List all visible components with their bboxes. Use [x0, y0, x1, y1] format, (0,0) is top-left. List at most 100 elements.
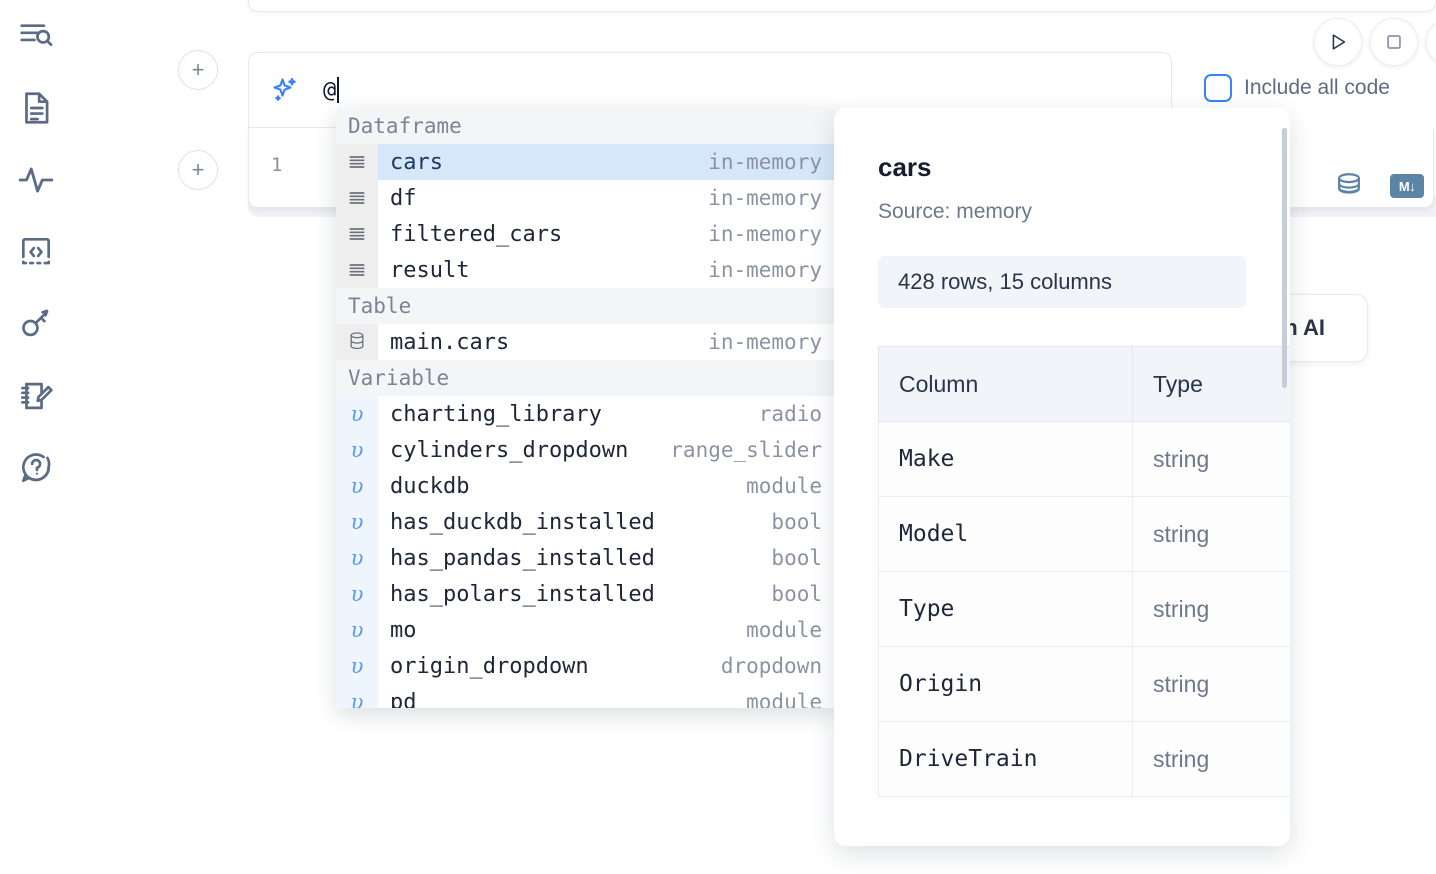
- variable-icon: υ: [336, 612, 378, 648]
- autocomplete-item-name: filtered_cars: [390, 221, 563, 247]
- autocomplete-item-meta: in-memory: [708, 186, 822, 210]
- key-icon[interactable]: [14, 302, 58, 346]
- autocomplete-item-name: duckdb: [390, 473, 470, 499]
- schema-column-type: string: [1132, 571, 1290, 647]
- autocomplete-item[interactable]: υ has_pandas_installed bool: [336, 540, 836, 576]
- variable-icon: υ: [336, 684, 378, 708]
- add-cell-above-button[interactable]: +: [178, 50, 218, 90]
- autocomplete-item-meta: range_slider: [670, 438, 822, 462]
- autocomplete-item[interactable]: υ cylinders_dropdown range_slider: [336, 432, 836, 468]
- autocomplete-item-meta: module: [746, 618, 822, 642]
- run-button[interactable]: [1314, 18, 1362, 66]
- autocomplete-group-header: Variable: [336, 360, 836, 396]
- outline-search-icon[interactable]: [14, 14, 58, 58]
- dataframe-icon: [336, 180, 378, 216]
- preview-shape-badge: 428 rows, 15 columns: [878, 256, 1246, 308]
- include-all-code-checkbox[interactable]: [1204, 74, 1232, 102]
- scratchpad-pencil-icon[interactable]: [14, 374, 58, 418]
- autocomplete-item-meta: in-memory: [708, 222, 822, 246]
- schema-column-name: Model: [878, 496, 1133, 572]
- schema-column-type: string: [1132, 496, 1290, 572]
- file-document-icon[interactable]: [14, 86, 58, 130]
- autocomplete-item-name: charting_library: [390, 401, 602, 427]
- preview-scrollbar[interactable]: [1282, 128, 1287, 388]
- dataframe-icon: [336, 216, 378, 252]
- markdown-icon[interactable]: M↓: [1390, 174, 1424, 198]
- dataframe-icon: [336, 144, 378, 180]
- autocomplete-item-meta: bool: [771, 582, 822, 606]
- autocomplete-item[interactable]: υ has_duckdb_installed bool: [336, 504, 836, 540]
- variable-icon: υ: [336, 396, 378, 432]
- ai-prompt-value: @: [323, 78, 337, 103]
- stop-button[interactable]: [1370, 18, 1418, 66]
- include-all-code-row[interactable]: Include all code: [1204, 74, 1390, 102]
- autocomplete-item[interactable]: result in-memory: [336, 252, 836, 288]
- autocomplete-item-name: df: [390, 185, 417, 211]
- variable-icon: υ: [336, 432, 378, 468]
- autocomplete-item-meta: bool: [771, 546, 822, 570]
- preview-title: cars: [878, 152, 932, 182]
- autocomplete-item-meta: module: [746, 474, 822, 498]
- schema-column-name: Type: [878, 571, 1133, 647]
- line-number: 1: [271, 154, 283, 176]
- add-cell-below-button[interactable]: +: [178, 150, 218, 190]
- autocomplete-item-name: has_duckdb_installed: [390, 509, 655, 535]
- text-caret: [337, 77, 340, 103]
- schema-column-type: string: [1132, 646, 1290, 722]
- database-icon[interactable]: [1334, 172, 1364, 209]
- schema-column-type: string: [1132, 421, 1290, 497]
- variable-icon: υ: [336, 540, 378, 576]
- autocomplete-item-meta: radio: [758, 402, 822, 426]
- code-brackets-icon[interactable]: [14, 230, 58, 274]
- previous-cell-partial: [248, 0, 1436, 12]
- table-header-row: Column Type: [878, 346, 1290, 422]
- schema-column-name: Origin: [878, 646, 1133, 722]
- schema-column-name: Make: [878, 421, 1133, 497]
- autocomplete-item[interactable]: υ origin_dropdown dropdown: [336, 648, 836, 684]
- dataframe-icon: [336, 252, 378, 288]
- autocomplete-group-header: Table: [336, 288, 836, 324]
- autocomplete-item-name: cylinders_dropdown: [390, 437, 629, 463]
- left-sidebar: [0, 0, 72, 874]
- variable-icon: υ: [336, 468, 378, 504]
- schema-column-name: DriveTrain: [878, 721, 1133, 797]
- variable-icon: υ: [336, 504, 378, 540]
- variable-icon: υ: [336, 576, 378, 612]
- autocomplete-item[interactable]: υ charting_library radio: [336, 396, 836, 432]
- ai-prompt-input[interactable]: @: [323, 77, 340, 103]
- autocomplete-item[interactable]: filtered_cars in-memory: [336, 216, 836, 252]
- dataframe-preview-panel: cars Source: memory 428 rows, 15 columns…: [834, 108, 1290, 846]
- preview-source: Source: memory: [878, 200, 1033, 223]
- activity-pulse-icon[interactable]: [14, 158, 58, 202]
- autocomplete-item-name: result: [390, 257, 470, 283]
- autocomplete-item-name: cars: [390, 149, 443, 175]
- autocomplete-item-meta: in-memory: [708, 150, 822, 174]
- autocomplete-item-name: main.cars: [390, 329, 510, 355]
- variable-icon: υ: [336, 648, 378, 684]
- column-header-column: Column: [878, 346, 1133, 422]
- autocomplete-item-meta: module: [746, 690, 822, 708]
- more-options-button[interactable]: [1426, 18, 1436, 66]
- autocomplete-item[interactable]: df in-memory: [336, 180, 836, 216]
- autocomplete-item-name: origin_dropdown: [390, 653, 589, 679]
- autocomplete-item[interactable]: cars in-memory: [336, 144, 836, 180]
- autocomplete-item-meta: in-memory: [708, 330, 822, 354]
- autocomplete-group-header: Dataframe: [336, 108, 836, 144]
- autocomplete-item-meta: dropdown: [720, 654, 822, 678]
- help-chat-icon[interactable]: [14, 446, 58, 490]
- autocomplete-item[interactable]: main.cars in-memory: [336, 324, 836, 360]
- sparkle-icon: [269, 74, 301, 106]
- autocomplete-item-name: mo: [390, 617, 417, 643]
- autocomplete-item-name: has_pandas_installed: [390, 545, 655, 571]
- autocomplete-item-meta: bool: [771, 510, 822, 534]
- autocomplete-item-meta: in-memory: [708, 258, 822, 282]
